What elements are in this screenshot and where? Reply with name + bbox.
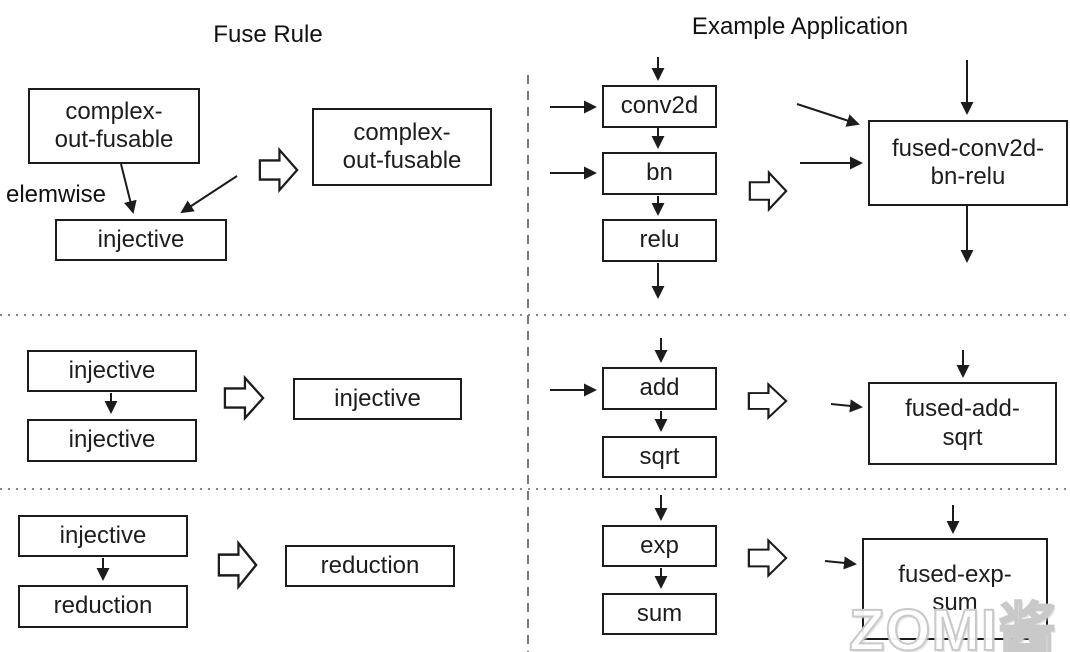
node-sqrt: sqrt — [602, 436, 717, 478]
fuse-arrow-icon — [747, 538, 788, 578]
edge-label-elemwise: elemwise — [6, 181, 107, 208]
node-injective-dst-row2: injective — [27, 419, 197, 462]
node-injective-result-row2: injective — [293, 378, 462, 420]
node-exp: exp — [602, 525, 717, 567]
fuse-arrow-icon — [223, 375, 265, 421]
watermark-zomi: ZOMI酱 — [848, 597, 1057, 652]
node-complex-out-fusable-result: complex- out-fusable — [312, 108, 492, 186]
node-injective-src-row3: injective — [18, 515, 188, 557]
node-relu: relu — [602, 219, 717, 262]
column-title-fuse-rule: Fuse Rule — [213, 21, 323, 48]
node-reduction-dst-row3: reduction — [18, 585, 188, 628]
node-complex-out-fusable-src: complex- out-fusable — [28, 88, 200, 164]
fuse-arrow-icon — [748, 170, 788, 212]
node-fused-add-sqrt: fused-add- sqrt — [868, 382, 1057, 465]
fuse-arrow-icon — [258, 147, 299, 193]
node-injective-src-row2: injective — [27, 350, 197, 392]
flow-edges — [96, 57, 974, 589]
node-fused-exp-sum: fused-exp- sum — [862, 538, 1048, 640]
node-sum: sum — [602, 593, 717, 635]
node-reduction-result-row3: reduction — [285, 545, 455, 587]
node-bn: bn — [602, 152, 717, 195]
fuse-arrow-icon — [217, 540, 258, 590]
node-add: add — [602, 367, 717, 410]
node-conv2d: conv2d — [602, 85, 717, 128]
node-fused-conv2d-bn-relu: fused-conv2d- bn-relu — [868, 120, 1068, 206]
node-injective-dst: injective — [55, 219, 227, 261]
fuse-arrow-icon — [747, 382, 788, 420]
column-title-example-application: Example Application — [691, 13, 909, 40]
